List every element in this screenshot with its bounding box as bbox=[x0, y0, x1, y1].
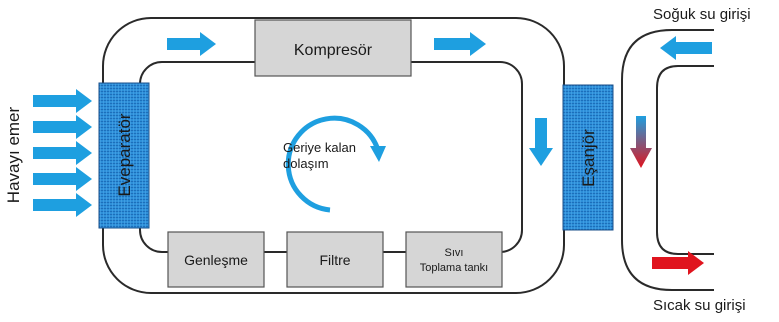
remaining-cycle-label-line2: dolaşım bbox=[283, 156, 329, 171]
compressor-label: Kompresör bbox=[294, 42, 373, 59]
remaining-cycle-label-line1: Geriye kalan bbox=[283, 140, 356, 155]
exchanger-unit: Eşanjör bbox=[562, 84, 614, 231]
air-intake-arrows bbox=[33, 89, 92, 217]
expansion-unit: Genleşme bbox=[167, 231, 265, 288]
evaporator-unit: Eveparatör bbox=[98, 82, 150, 229]
hot-water-arrow bbox=[652, 251, 704, 275]
water-heating-arrow bbox=[630, 116, 652, 168]
water-pipe bbox=[621, 29, 714, 291]
compressor-unit: Kompresör bbox=[254, 19, 412, 77]
liquid-tank-unit: Sıvı Toplama tankı bbox=[405, 231, 503, 288]
filter-unit: Filtre bbox=[286, 231, 384, 288]
hot-water-inlet-label: Sıcak su girişi bbox=[653, 297, 746, 314]
expansion-label: Genleşme bbox=[184, 252, 248, 268]
exchanger-label: Eşanjör bbox=[579, 129, 598, 187]
flow-arrow-right-down bbox=[529, 118, 553, 166]
filter-label: Filtre bbox=[319, 252, 350, 268]
cold-water-inlet-label: Soğuk su girişi bbox=[653, 6, 751, 23]
air-intake-label: Havayı emer bbox=[4, 106, 23, 203]
liquid-tank-label-line2: Toplama tankı bbox=[420, 262, 488, 274]
flow-arrows bbox=[167, 32, 553, 166]
flow-arrow-top-left bbox=[167, 32, 216, 56]
circulation-arrow-icon bbox=[285, 115, 386, 213]
evaporator-label: Eveparatör bbox=[115, 113, 134, 196]
flow-arrow-top-right bbox=[434, 32, 486, 56]
cold-water-arrow bbox=[660, 36, 712, 60]
liquid-tank-label-line1: Sıvı bbox=[445, 247, 464, 259]
